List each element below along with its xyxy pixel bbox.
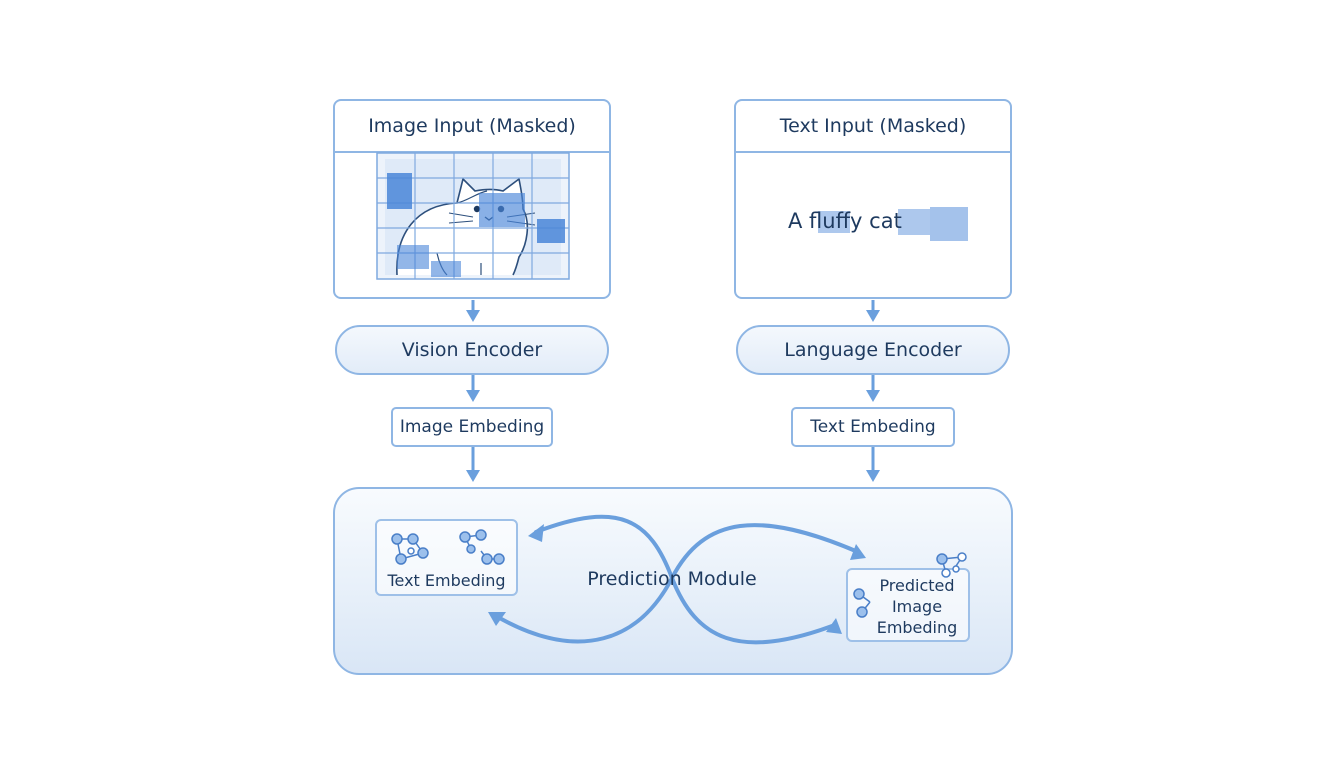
masked-token-2 [930, 207, 968, 241]
predicted-line-1: Predicted [879, 576, 955, 595]
small-network-icon [936, 552, 967, 578]
prediction-module-label: Prediction Module [587, 568, 757, 590]
text-embedding: Text Embeding [791, 407, 955, 447]
language-encoder: Language Encoder [736, 325, 1010, 375]
masked-token-fluffy [818, 211, 850, 233]
predicted-line-3: Embeding [876, 618, 958, 637]
text-input-title: Text Input (Masked) [736, 101, 1010, 153]
masked-text: A fluffy cat [788, 209, 902, 233]
masked-cat-image [376, 152, 570, 280]
image-input-title: Image Input (Masked) [335, 101, 609, 153]
masked-token-1 [898, 209, 930, 235]
predicted-image-embedding-box: Predicted Image Embeding [846, 568, 970, 642]
network-icon [391, 529, 505, 565]
node-icon [853, 588, 871, 618]
image-embedding: Image Embeding [391, 407, 553, 447]
predicted-line-2: Image [891, 597, 943, 616]
module-text-embedding-label: Text Embeding [387, 571, 506, 590]
text-input-panel: Text Input (Masked) A fluffy cat [734, 99, 1012, 299]
module-text-embedding-box: Text Embeding [375, 519, 518, 596]
vision-encoder: Vision Encoder [335, 325, 609, 375]
image-input-panel: Image Input (Masked) [333, 99, 611, 299]
